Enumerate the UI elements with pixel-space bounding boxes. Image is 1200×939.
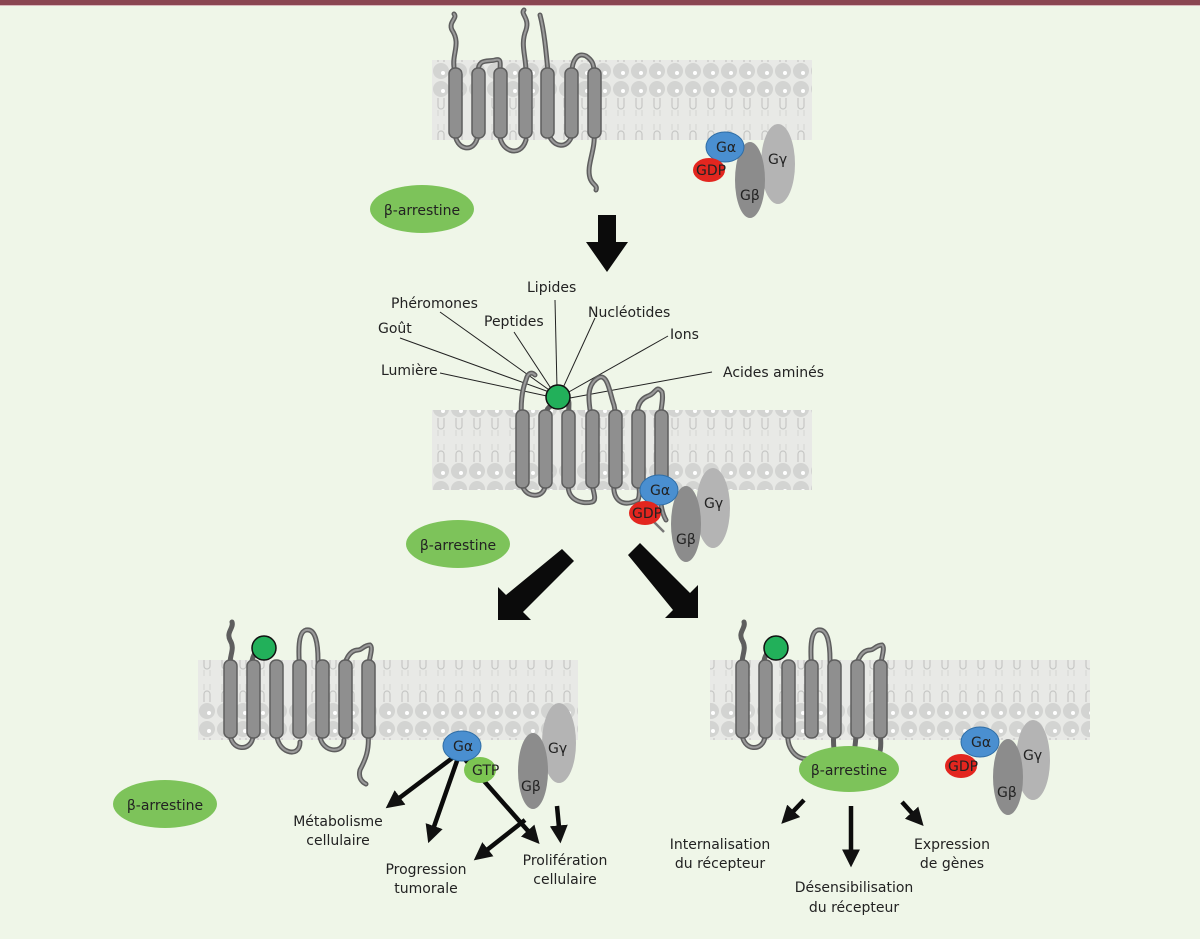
g-gamma-label: Gγ <box>548 741 567 757</box>
ligand-label-nucleotides: Nucléotides <box>588 305 670 321</box>
outcome-expression-line2: de gènes <box>920 856 984 872</box>
arrestin-label: β-arrestine <box>811 763 887 779</box>
arrow-to-arrestin-pathway <box>628 543 698 618</box>
outcome-internalisation-line2: du récepteur <box>675 856 765 872</box>
g-alpha-label: Gα <box>650 483 670 499</box>
ligand-label-gout: Goût <box>378 321 412 337</box>
outcome-proliferation-line2: cellulaire <box>533 872 596 888</box>
arrestin-arrows <box>781 798 924 868</box>
g-gamma-label: Gγ <box>1023 748 1042 764</box>
g-alpha <box>960 726 1000 758</box>
arrestin: β-arrestine <box>406 520 510 568</box>
g-beta <box>993 739 1023 815</box>
ligand-label-peptides: Peptides <box>484 314 544 330</box>
ligand <box>545 384 571 410</box>
top-border-line <box>0 5 1200 6</box>
g-alpha-label: Gα <box>453 739 473 755</box>
arrestin: β-arrestine <box>370 185 474 233</box>
g-gamma <box>1016 720 1050 800</box>
ligand-labels: Lumière Goût Phéromones Peptides Lipides… <box>378 280 824 381</box>
outcome-desensibilisation-line2: du récepteur <box>809 900 899 916</box>
g-gamma-label: Gγ <box>768 152 787 168</box>
transmembrane-helices <box>223 659 376 739</box>
g-gamma-label: Gγ <box>704 496 723 512</box>
g-alpha <box>705 131 745 163</box>
ligand-lines <box>399 299 713 399</box>
transmembrane-helices <box>735 659 888 739</box>
top-border-bar <box>0 0 1200 5</box>
g-protein-complex: Gα GDP Gβ Gγ <box>945 720 1050 815</box>
panel-inactive-receptor: Gα GDP Gβ Gγ β-arrestine <box>370 7 812 233</box>
gdp <box>629 501 661 525</box>
g-protein-outcomes: Métabolisme cellulaire Progression tumor… <box>293 814 607 897</box>
ligand <box>763 635 789 661</box>
gdp-label: GDP <box>632 506 662 522</box>
g-beta-label: Gβ <box>740 188 760 204</box>
g-protein-complex: Gα GDP Gβ Gγ <box>693 124 795 218</box>
panel-g-protein-signaling: Gα GTP Gβ Gγ β-arrestine Métabolisme cel… <box>113 619 607 897</box>
g-beta <box>671 486 701 562</box>
g-beta <box>518 733 548 809</box>
ligand-label-pheromones: Phéromones <box>391 296 478 312</box>
outcome-expression-line1: Expression <box>914 837 990 853</box>
g-gamma <box>696 468 730 548</box>
transmembrane-helices <box>515 409 669 489</box>
arrestin-label: β-arrestine <box>420 538 496 554</box>
arrestin: β-arrestine <box>113 780 217 828</box>
gdp <box>945 754 977 778</box>
gdp-label: GDP <box>948 759 978 775</box>
ligand-label-lumiere: Lumière <box>381 363 438 379</box>
panel-ligand-binding: Lumière Goût Phéromones Peptides Lipides… <box>378 280 824 568</box>
g-beta-label: Gβ <box>521 779 541 795</box>
outcome-desensibilisation-line1: Désensibilisation <box>795 880 914 896</box>
effector-arrows <box>385 754 568 861</box>
g-alpha <box>442 730 482 762</box>
gtp-label: GTP <box>472 763 499 779</box>
g-protein-complex: Gα GDP Gβ Gγ <box>629 468 730 562</box>
outcome-progression-line2: tumorale <box>394 881 457 897</box>
ligand <box>251 635 277 661</box>
gdp <box>693 158 725 182</box>
panel-arrestin-signaling: β-arrestine Gα GDP Gβ Gγ Internalisation… <box>670 619 1090 916</box>
arrestin-outcomes: Internalisation du récepteur Désensibili… <box>670 837 990 916</box>
outcome-proliferation-line1: Prolifération <box>523 853 608 869</box>
arrestin-label: β-arrestine <box>127 798 203 814</box>
g-gamma <box>761 124 795 204</box>
arrestin: β-arrestine <box>799 746 899 792</box>
gdp-label: GDP <box>696 163 726 179</box>
g-alpha-label: Gα <box>971 735 991 751</box>
outcome-metabolisme-line1: Métabolisme <box>293 814 383 830</box>
g-beta-label: Gβ <box>997 785 1017 801</box>
arrow-to-g-protein-pathway <box>498 549 574 620</box>
outcome-metabolisme-line2: cellulaire <box>306 833 369 849</box>
gtp <box>464 757 496 783</box>
g-alpha-label: Gα <box>716 140 736 156</box>
membrane <box>432 60 812 140</box>
activation-arrow <box>586 215 628 272</box>
outcome-progression-line1: Progression <box>385 862 466 878</box>
outcome-internalisation-line1: Internalisation <box>670 837 771 853</box>
g-protein-complex: Gα GTP Gβ Gγ <box>442 703 576 809</box>
membrane <box>198 660 578 740</box>
transmembrane-helices <box>448 67 602 139</box>
g-beta-label: Gβ <box>676 532 696 548</box>
g-beta <box>735 142 765 218</box>
g-gamma <box>542 703 576 783</box>
ligand-label-lipides: Lipides <box>527 280 576 296</box>
g-alpha <box>639 474 679 506</box>
ligand-label-acides-amines: Acides aminés <box>723 365 824 381</box>
arrestin-label: β-arrestine <box>384 203 460 219</box>
ligand-label-ions: Ions <box>670 327 699 343</box>
